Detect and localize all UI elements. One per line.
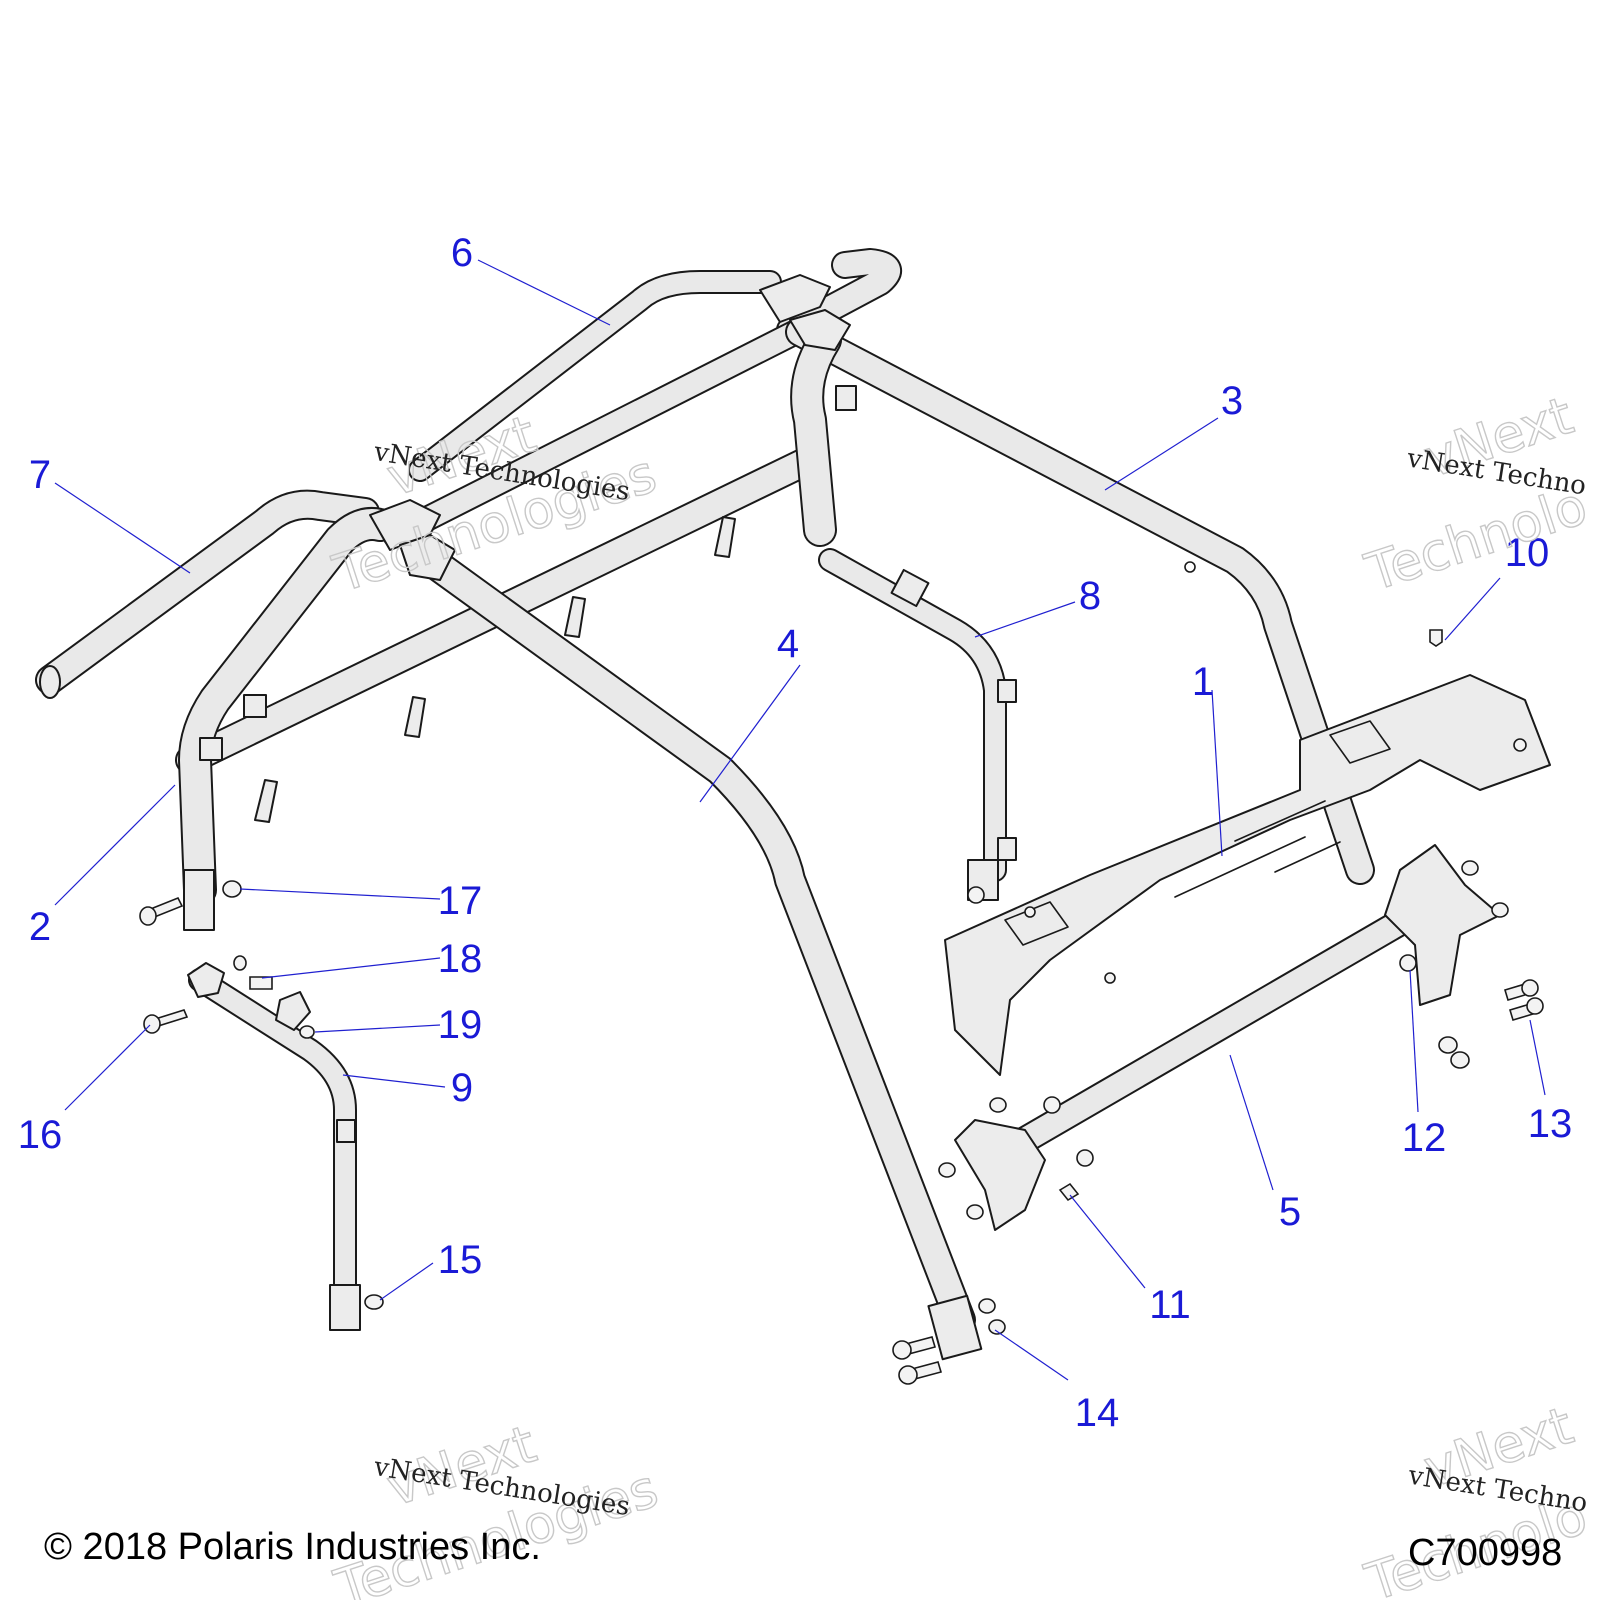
copyright-notice: © 2018 Polaris Industries Inc. — [44, 1526, 541, 1568]
part-4-diagonal-tube — [414, 544, 983, 1361]
drawing-code: C700998 — [1408, 1532, 1563, 1574]
callout-6: 6 — [451, 231, 473, 275]
part-9-front-brace — [187, 962, 361, 1331]
part-8-rear-brace — [818, 548, 1017, 904]
callout-7: 7 — [29, 453, 51, 497]
cross-bar-upper — [382, 317, 813, 548]
callout-13: 13 — [1528, 1102, 1573, 1146]
callout-11: 11 — [1149, 1283, 1191, 1327]
part-3-rear-main-tube — [785, 317, 1375, 885]
callout-10: 10 — [1505, 531, 1550, 575]
hardware — [139, 629, 1544, 1385]
callout-8: 8 — [1079, 574, 1101, 618]
callout-12: 12 — [1402, 1116, 1447, 1160]
callout-17: 17 — [438, 879, 483, 923]
callout-3: 3 — [1221, 379, 1243, 423]
callout-2: 2 — [29, 905, 51, 949]
callout-15: 15 — [438, 1238, 483, 1282]
callout-19: 19 — [438, 1003, 483, 1047]
callout-1: 1 — [1192, 660, 1214, 704]
part-1-dash-panel — [944, 674, 1551, 1076]
callout-labels: 1 2 3 4 5 6 7 8 9 10 11 12 13 14 15 16 1… — [18, 231, 1573, 1435]
callout-9: 9 — [451, 1066, 473, 1110]
joint-brackets — [369, 274, 851, 581]
part-7-roof-bar-front — [35, 489, 380, 699]
part-5-lower-cross-tube — [954, 844, 1501, 1231]
part-6-roof-bar-rear — [408, 248, 902, 482]
callout-5: 5 — [1279, 1190, 1301, 1234]
callout-4: 4 — [777, 622, 799, 666]
callout-14: 14 — [1075, 1391, 1120, 1435]
callout-18: 18 — [438, 937, 483, 981]
leader-lines — [54, 259, 1546, 1381]
callout-16: 16 — [18, 1113, 63, 1157]
